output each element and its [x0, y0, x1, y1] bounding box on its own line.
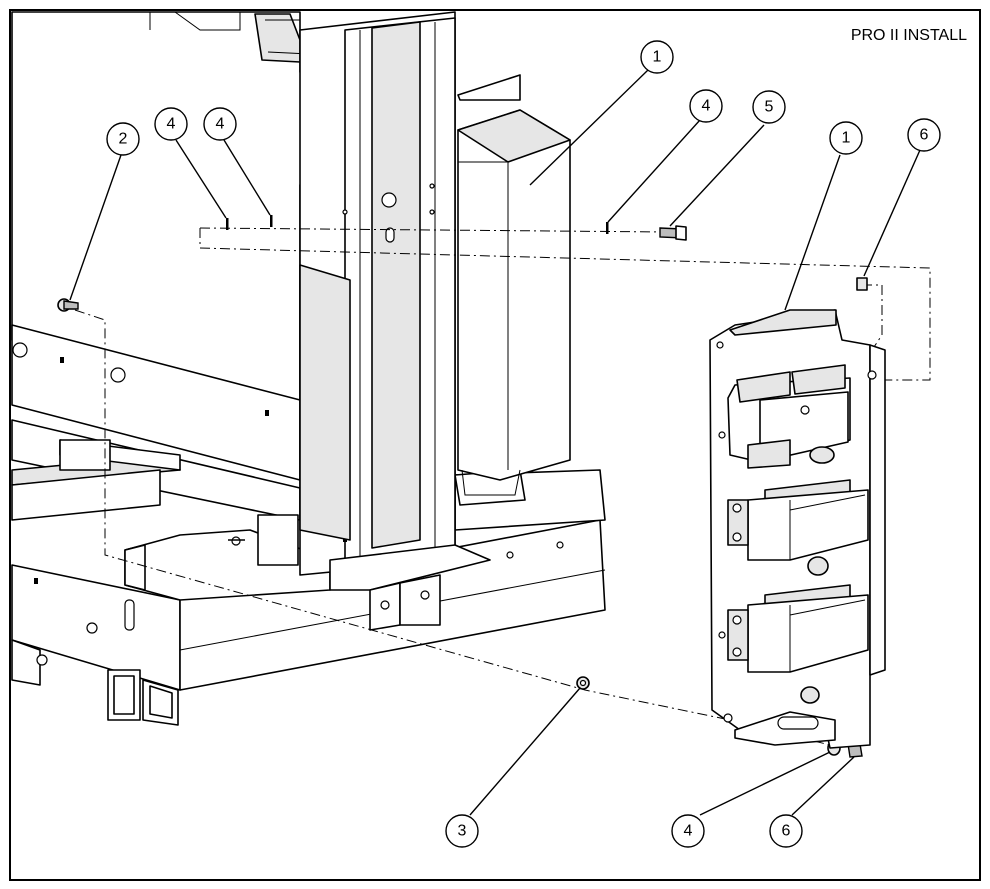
drawing-title: PRO II INSTALL [851, 27, 967, 44]
callout-4-left: 4 [154, 107, 188, 141]
callout-6-bottom: 6 [769, 814, 803, 848]
callout-leaders [69, 69, 921, 816]
svg-text:2: 2 [119, 131, 128, 148]
callout-5: 5 [752, 90, 786, 124]
svg-text:5: 5 [765, 99, 774, 116]
svg-text:1: 1 [842, 130, 851, 147]
callout-2: 2 [106, 122, 140, 156]
svg-text:6: 6 [920, 127, 929, 144]
svg-text:3: 3 [458, 823, 467, 840]
callout-6-top: 6 [907, 118, 941, 152]
callouts: 1 2 4 4 4 5 1 6 [106, 40, 941, 848]
assembly-lines [74, 227, 931, 746]
svg-text:4: 4 [216, 116, 225, 133]
callout-1-top: 1 [640, 40, 674, 74]
svg-text:1: 1 [653, 49, 662, 66]
callout-4-top-right: 4 [689, 89, 723, 123]
hardware-parts [57, 215, 868, 758]
callout-4-bottom: 4 [671, 814, 705, 848]
callout-3: 3 [445, 814, 479, 848]
svg-text:4: 4 [167, 116, 176, 133]
svg-text:4: 4 [702, 98, 711, 115]
cabinet-frame [11, 11, 606, 726]
control-panel-assembly [709, 309, 886, 749]
svg-text:6: 6 [782, 823, 791, 840]
svg-text:4: 4 [684, 823, 693, 840]
callout-1-right: 1 [829, 121, 863, 155]
callout-4-middle: 4 [203, 107, 237, 141]
